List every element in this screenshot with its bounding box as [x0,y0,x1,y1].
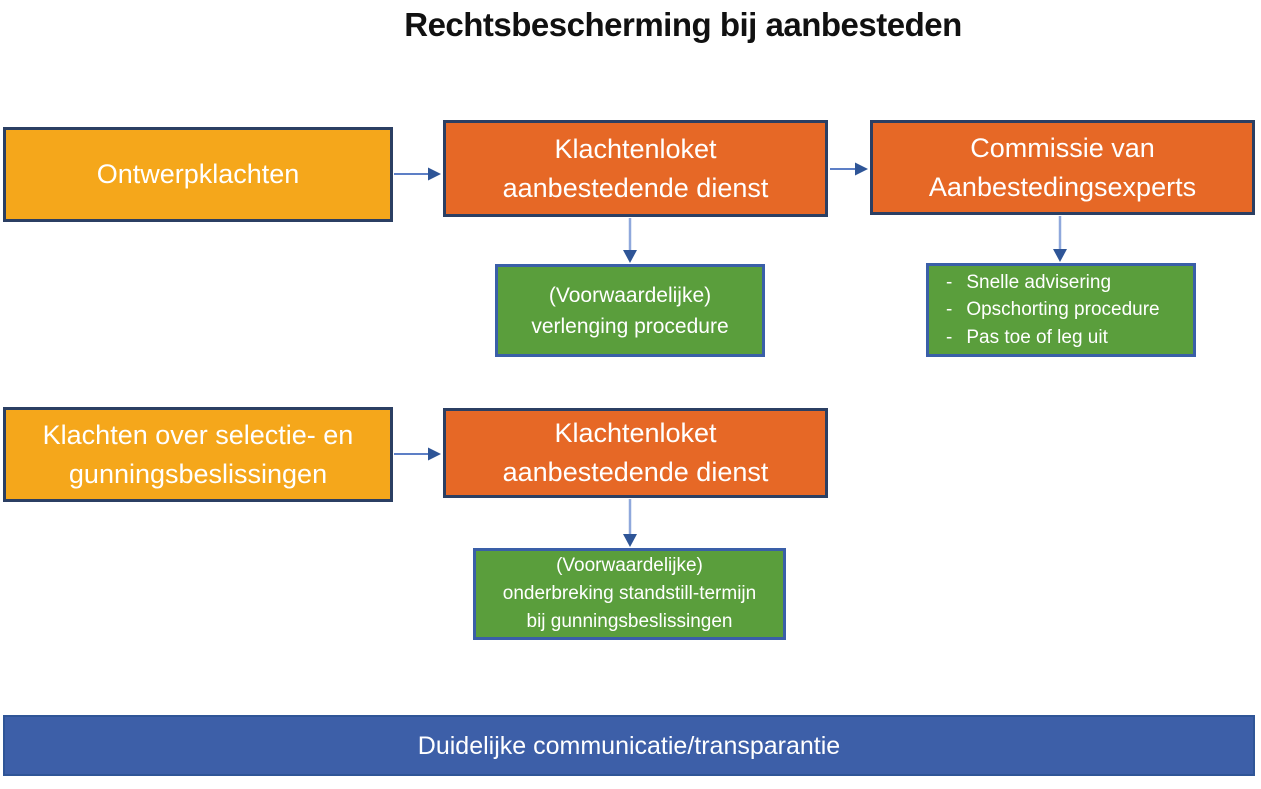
node-label-line: onderbreking standstill-termijn [502,583,757,604]
node-onderbreking-standstill: (Voorwaardelijke) onderbreking standstil… [473,548,786,640]
node-label-line: Klachten over selectie- en [42,419,354,450]
arrow-commissie-to-outcomes [1053,216,1067,262]
list-item: - Snelle advisering [946,269,1111,297]
list-item-label: Pas toe of leg uit [966,326,1108,348]
list-item-label: Snelle advisering [966,271,1112,293]
node-label-line: Commissie van [970,132,1155,163]
node-label-line: aanbestedende dienst [502,172,769,203]
list-item: - Pas toe of leg uit [946,324,1108,352]
node-klachtenloket-2: Klachtenloket aanbestedende dienst [443,408,828,498]
arrow-klachtenloket-to-commissie [830,162,868,176]
list-item: - Opschorting procedure [946,296,1160,324]
node-klachtenloket-1: Klachtenloket aanbestedende dienst [443,120,828,217]
dash-bullet: - [946,271,953,293]
list-item-label: Opschorting procedure [966,299,1160,321]
node-label-line: Klachtenloket [554,133,717,164]
node-label-line: (Voorwaardelijke) [548,283,712,307]
node-label-line: aanbestedende dienst [502,457,769,487]
node-klachten-selectie-gunning: Klachten over selectie- en gunningsbesli… [3,407,393,502]
arrow-ontwerpklachten-to-klachtenloket [394,167,441,181]
node-label-line: (Voorwaardelijke) [556,555,703,576]
node-label-line: Aanbestedingsexperts [928,171,1197,202]
footer-bar-label: Duidelijke communicatie/transparantie [417,731,841,760]
node-label-line: Klachtenloket [554,418,717,448]
node-label-line: bij gunningsbeslissingen [526,611,733,632]
footer-bar-communicatie: Duidelijke communicatie/transparantie [3,715,1255,776]
node-label: Ontwerpklachten [96,159,300,189]
node-verlenging-procedure: (Voorwaardelijke) verlenging procedure [495,264,765,357]
arrow-klachten-to-klachtenloket2 [394,447,441,461]
dash-bullet: - [946,299,953,321]
node-commissie-outcomes: - Snelle advisering - Opschorting proced… [926,263,1196,357]
node-label-line: verlenging procedure [531,314,729,338]
arrow-klachtenloket2-to-onderbreking [623,499,637,547]
dash-bullet: - [946,326,953,348]
arrow-klachtenloket-to-verlenging [623,218,637,263]
node-label-line: gunningsbeslissingen [68,458,328,489]
page-title: Rechtsbescherming bij aanbesteden [404,6,962,43]
node-commissie-aanbestedingsexperts: Commissie van Aanbestedingsexperts [870,120,1255,215]
node-ontwerpklachten: Ontwerpklachten [3,127,393,222]
